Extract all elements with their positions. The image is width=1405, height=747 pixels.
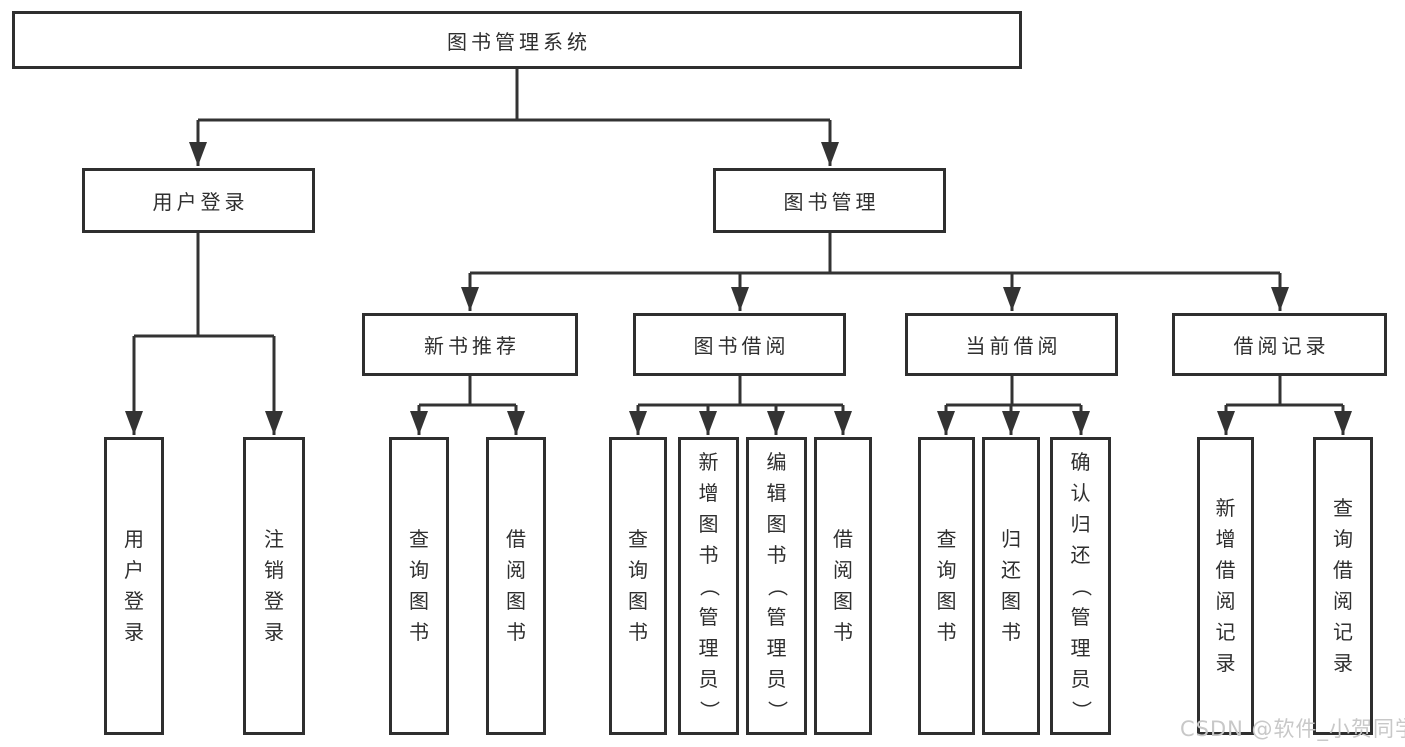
leaf-add-borrow-record: 新增借阅记录 <box>1197 437 1254 735</box>
leaf-query-books-borrow: 查询图书 <box>609 437 667 735</box>
node-library-system-root: 图书管理系统 <box>12 11 1022 69</box>
leaf-query-borrow-record: 查询借阅记录 <box>1313 437 1373 735</box>
leaf-query-books-recommend: 查询图书 <box>389 437 449 735</box>
leaf-user-login: 用户登录 <box>104 437 164 735</box>
node-current-borrow: 当前借阅 <box>905 313 1118 376</box>
node-borrow-records: 借阅记录 <box>1172 313 1387 376</box>
node-book-management: 图书管理 <box>713 168 946 233</box>
leaf-borrow-books-recommend: 借阅图书 <box>486 437 546 735</box>
node-user-login: 用户登录 <box>82 168 315 233</box>
node-new-book-recommend: 新书推荐 <box>362 313 578 376</box>
leaf-logout: 注销登录 <box>243 437 305 735</box>
leaf-add-book-admin: 新增图书（管理员） <box>678 437 739 735</box>
leaf-query-books-current: 查询图书 <box>918 437 975 735</box>
node-book-borrow: 图书借阅 <box>633 313 846 376</box>
leaf-borrow-books: 借阅图书 <box>814 437 872 735</box>
watermark: CSDN @软件_小贺同学 <box>1180 717 1405 741</box>
leaf-return-book: 归还图书 <box>982 437 1040 735</box>
leaf-confirm-return-admin: 确认归还（管理员） <box>1050 437 1111 735</box>
leaf-edit-book-admin: 编辑图书（管理员） <box>746 437 807 735</box>
